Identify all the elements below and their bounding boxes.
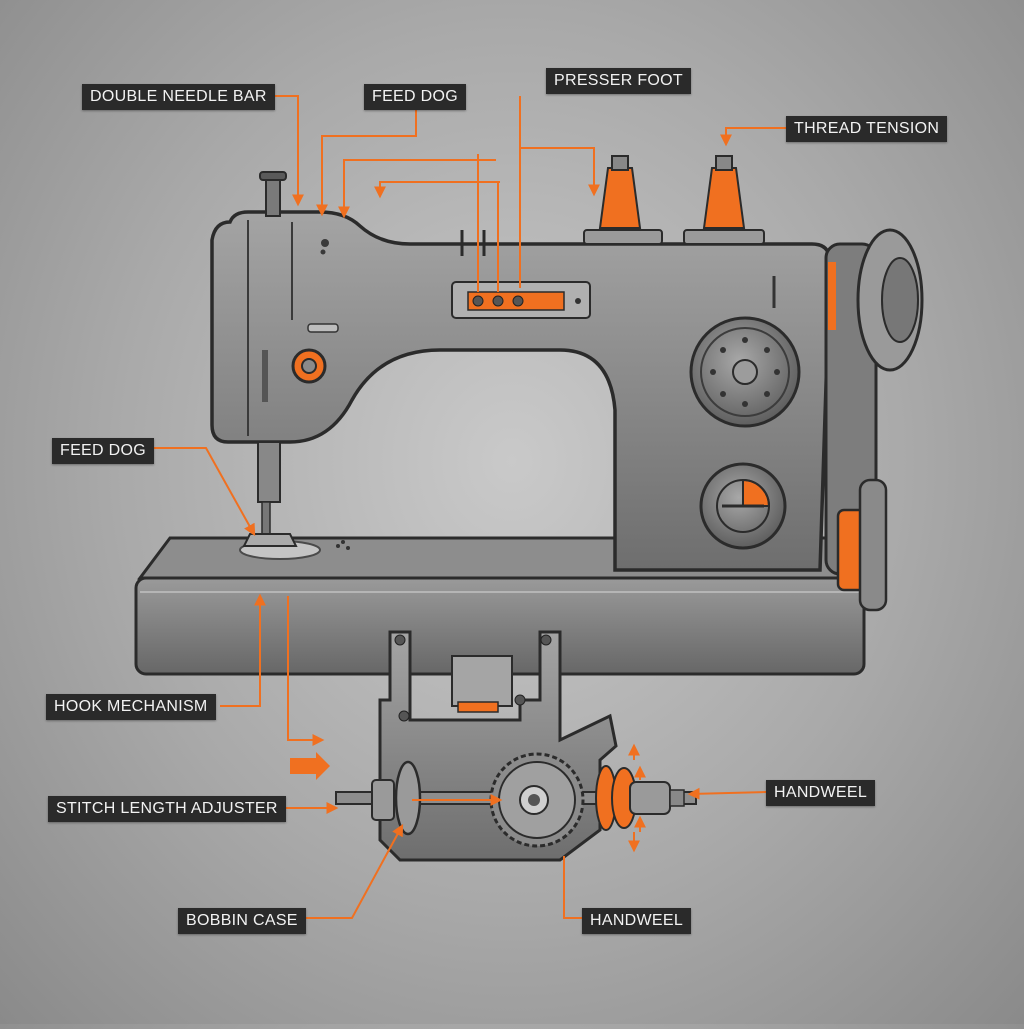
label-hook-mechanism: HOOK MECHANISM (46, 694, 216, 720)
thread-spools (460, 155, 765, 256)
label-thread-tension: THREAD TENSION (786, 116, 948, 142)
hand-wheel (824, 228, 924, 612)
stitch-dial (689, 316, 801, 428)
label-double-needle-bar: DOUBLE NEEDLE BAR (82, 84, 275, 110)
lower-dial (699, 462, 787, 550)
feed-direction-arrow (290, 752, 330, 780)
label-presser-foot: PRESSER FOOT (546, 68, 691, 94)
label-stitch-length-adjuster: STITCH LENGTH ADJUSTER (48, 796, 286, 822)
label-feed-dog-top: FEED DOG (364, 84, 466, 110)
label-feed-dog-left: FEED DOG (52, 438, 154, 464)
label-handwheel-right: HANDWEEL (766, 780, 876, 806)
needle-head (242, 171, 327, 547)
label-handwheel-bottom: HANDWEEL (582, 908, 692, 934)
label-bobbin-case: BOBBIN CASE (178, 908, 306, 934)
machine-arm (210, 210, 832, 572)
